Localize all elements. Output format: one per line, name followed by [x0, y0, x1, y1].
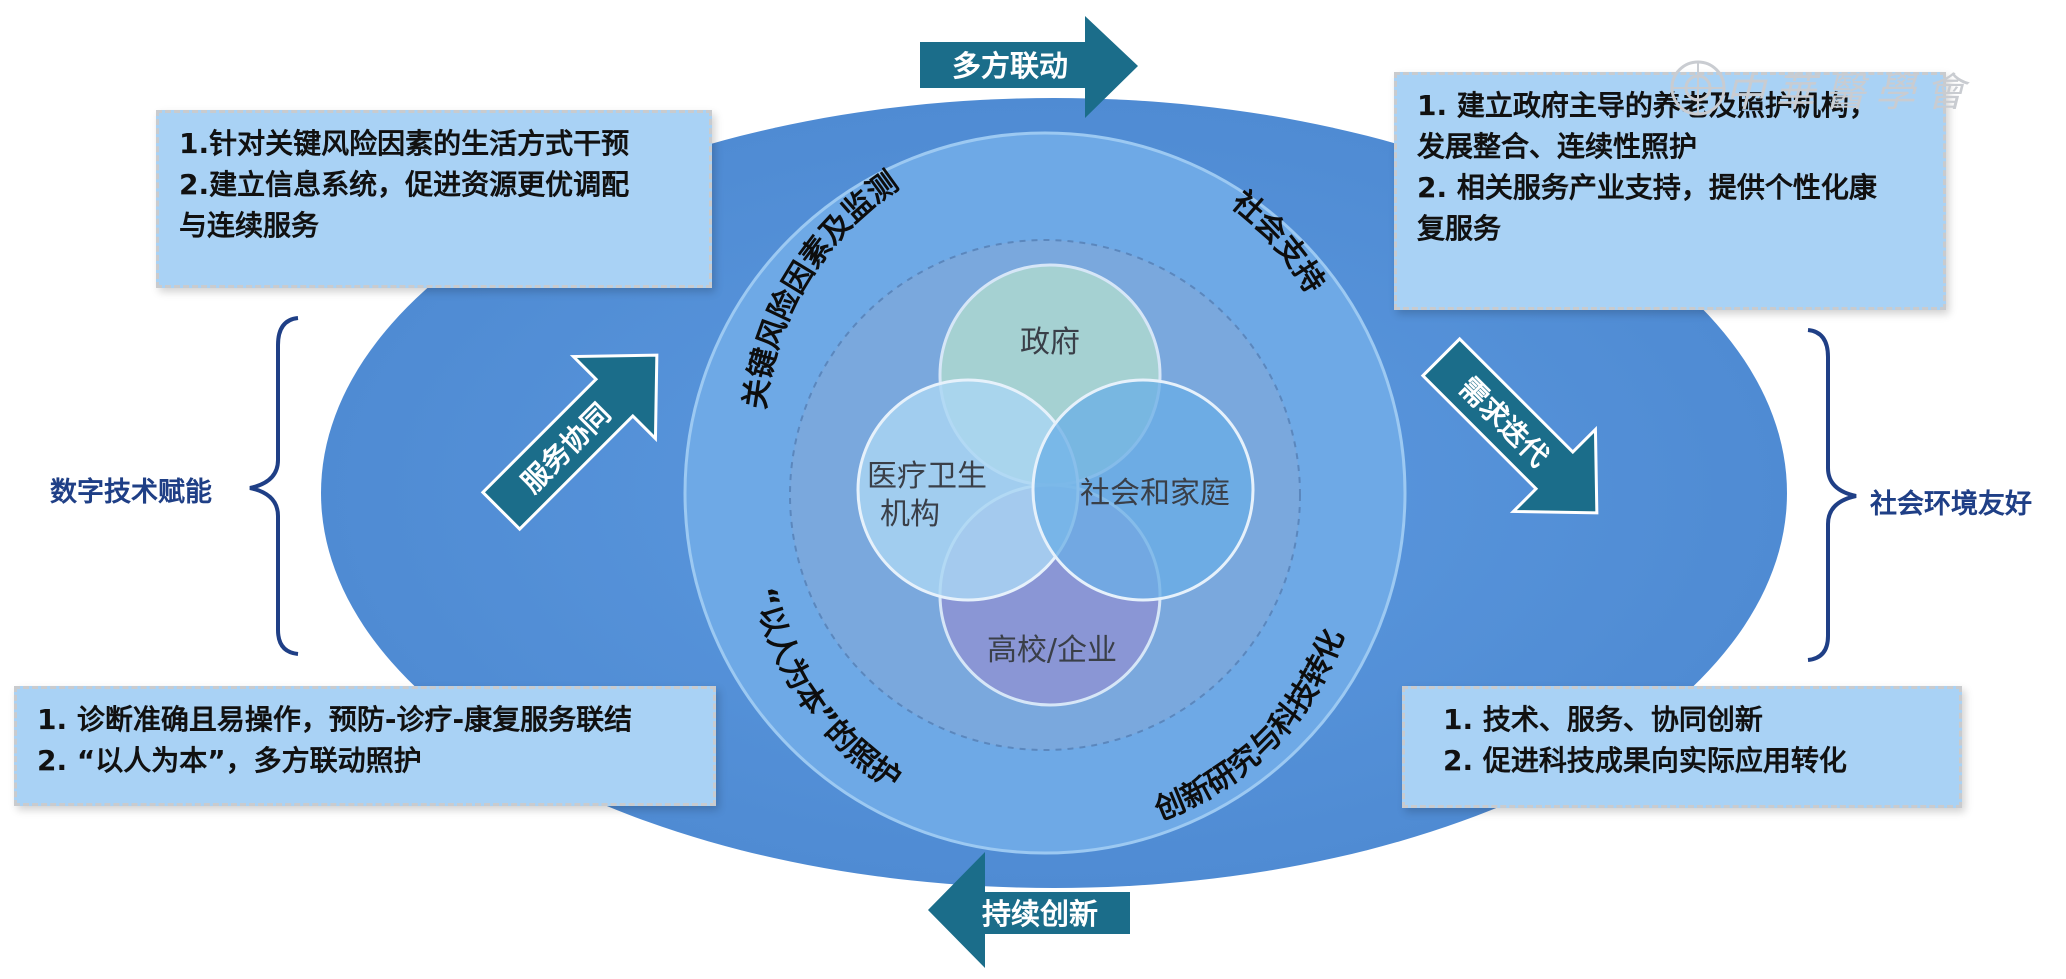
note-bottom-left-line: 2. “以人为本”，多方联动照护: [37, 744, 422, 778]
label-university: 高校/企业: [987, 633, 1117, 668]
note-top-right-line: 发展整合、连续性照护: [1417, 130, 1698, 164]
note-top-left-line: 与连续服务: [179, 209, 320, 243]
note-bottom-left-line: 1. 诊断准确且易操作，预防-诊疗-康复服务联结: [37, 703, 633, 736]
watermark-seal-icon: [1670, 60, 1726, 116]
side-label-digital-enablement: 数字技术赋能: [50, 477, 212, 508]
side-label-social-environment: 社会环境友好: [1870, 489, 2032, 520]
note-top-right-line: 复服务: [1417, 212, 1502, 246]
note-top-left-line: 1.针对关键风险因素的生活方式干预: [179, 127, 630, 160]
note-top-right-line: 1. 建立政府主导的养老及照护机构，: [1417, 89, 1877, 122]
note-bottom-left: 1. 诊断准确且易操作，预防-诊疗-康复服务联结 2. “以人为本”，多方联动照…: [14, 686, 716, 806]
label-government: 政府: [1020, 325, 1080, 360]
arrow-top-label: 多方联动: [952, 49, 1068, 83]
label-medical-line1: 医疗卫生: [867, 459, 987, 494]
note-top-left: 1.针对关键风险因素的生活方式干预 2.建立信息系统，促进资源更优调配 与连续服…: [156, 110, 712, 288]
label-society: 社会和家庭: [1080, 476, 1230, 511]
arrow-right-diagonal: 需求迭代: [1420, 336, 1599, 515]
note-top-left-line: 2.建立信息系统，促进资源更优调配: [179, 168, 630, 202]
right-brace: [1807, 328, 1857, 662]
left-brace: [249, 316, 299, 656]
arrow-left-diagonal: 服务协同: [480, 353, 659, 532]
venn-society-circle: [1031, 378, 1255, 602]
note-top-right: 1. 建立政府主导的养老及照护机构， 发展整合、连续性照护 2. 相关服务产业支…: [1394, 72, 1946, 310]
note-bottom-right: 1. 技术、服务、协同创新 2. 促进科技成果向实际应用转化: [1402, 686, 1962, 808]
note-bottom-right-line: 2. 促进科技成果向实际应用转化: [1443, 744, 1847, 778]
arrow-top: 多方联动: [920, 16, 1138, 118]
arrow-bottom-label: 持续创新: [982, 897, 1098, 931]
label-medical-line2: 机构: [880, 497, 940, 532]
watermark-text: 中華醫學會: [1725, 70, 1975, 116]
arrow-bottom: 持续创新: [928, 852, 1130, 968]
note-bottom-right-line: 1. 技术、服务、协同创新: [1443, 703, 1763, 736]
note-top-right-line: 2. 相关服务产业支持，提供个性化康: [1417, 171, 1877, 205]
